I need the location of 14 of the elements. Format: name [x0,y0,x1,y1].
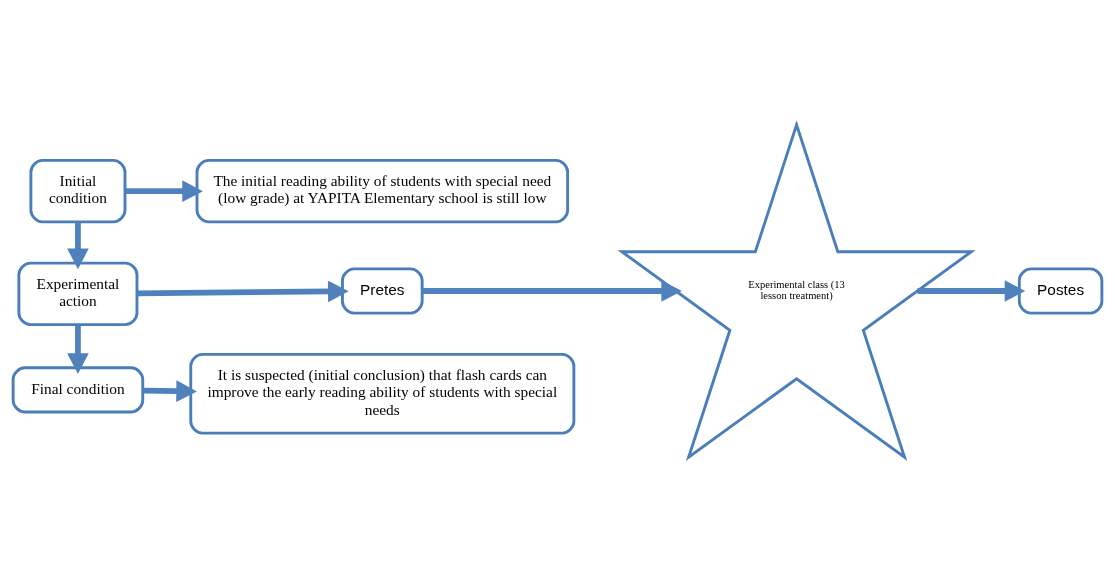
arrow [917,279,1026,302]
arrow [125,179,203,202]
arrow [137,280,349,302]
arrow [67,324,89,374]
arrow [422,279,682,302]
node-box: It is suspected (initial conclusion) that flash cards can improve the early reading ability of students with special needs [189,352,576,435]
node-box: The initial reading ability of students with special need (low grade) at YAPITA Elementary school is still low [195,158,570,223]
node-box: Experimental action [17,261,139,326]
node-box: Final condition [11,365,145,413]
node-box: Initial condition [29,158,127,223]
node-box: Pretes [341,267,424,314]
arrow [143,379,197,402]
node-box: Postes [1017,267,1104,314]
arrow [67,221,89,269]
